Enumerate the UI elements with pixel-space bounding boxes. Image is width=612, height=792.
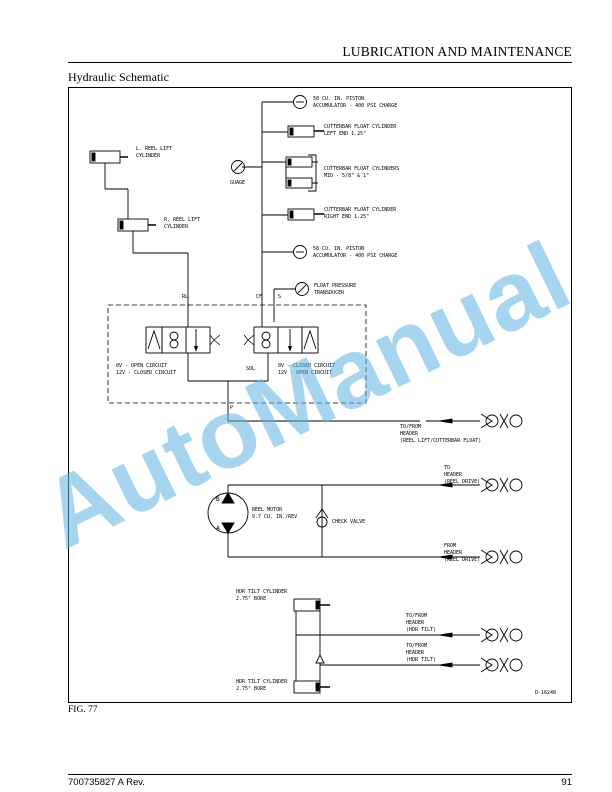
check-valve: CHECK VALVE <box>315 508 365 528</box>
svg-text:TO/FROM: TO/FROM <box>406 643 427 649</box>
svg-text:9.7 CU. IN./REV: 9.7 CU. IN./REV <box>252 514 297 520</box>
svg-text:REEL MOTOR: REEL MOTOR <box>252 507 283 513</box>
l-reel-lift-cylinder: L. REEL LIFT CYLINDER <box>89 146 172 219</box>
svg-text:0V - OPEN CIRCUIT: 0V - OPEN CIRCUIT <box>116 363 167 369</box>
svg-text:ACCUMULATOR - 400 PSI CHARGE: ACCUMULATOR - 400 PSI CHARGE <box>313 253 397 259</box>
svg-text:HDR TILT CYLINDER: HDR TILT CYLINDER <box>236 679 288 685</box>
header-connector-tilt-1: TO/FROM HEADER (HDR TILT) <box>406 613 523 643</box>
header-connector-reel-lift: TO/FROM HEADER (REEL LIFT/CUTTERBAR FLOA… <box>400 413 523 444</box>
reel-motor: B A REEL MOTOR 9.7 CU. IN./REV <box>207 492 297 534</box>
hdr-tilt-cylinder-top: HDR TILT CYLINDER 2.75" BORE <box>236 589 330 612</box>
svg-text:GUAGE: GUAGE <box>230 180 245 186</box>
header-connector-tilt-2: TO/FROM HEADER (HDR TILT) <box>406 643 523 673</box>
svg-text:TO/FROM: TO/FROM <box>406 613 427 619</box>
r-reel-lift-cylinder: R. REEL LIFT CYLINDER <box>117 217 200 319</box>
solenoid-valve-right: SOL 0V - CLOSED CIRCUIT 12V - OPEN CIRCU… <box>243 322 335 381</box>
svg-text:CUTTERBAR FLOAT CYLINDER: CUTTERBAR FLOAT CYLINDER <box>324 124 397 130</box>
page-header-title: LUBRICATION AND MAINTENANCE <box>342 44 572 59</box>
svg-text:HEADER: HEADER <box>400 431 419 437</box>
svg-text:58 CU. IN. PISTON: 58 CU. IN. PISTON <box>313 246 364 252</box>
svg-text:2.75" BORE: 2.75" BORE <box>236 596 266 602</box>
cutterbar-cylinder-left: CUTTERBAR FLOAT CYLINDER LEFT END 1.25" <box>262 124 397 138</box>
svg-text:TO: TO <box>444 465 450 471</box>
figure-label: FIG. 77 <box>68 705 98 715</box>
footer-rule <box>68 774 572 775</box>
svg-text:ACCUMULATOR - 400 PSI CHARGE: ACCUMULATOR - 400 PSI CHARGE <box>313 103 397 109</box>
cutterbar-cylinders-mid: CUTTERBAR FLOAT CYLINDERS MID - 5/8" & 1… <box>262 154 399 192</box>
valve-block-boundary <box>107 304 367 404</box>
svg-text:CYLINDER: CYLINDER <box>164 224 189 230</box>
svg-text:(HDR TILT): (HDR TILT) <box>406 657 436 663</box>
gauge-icon: GUAGE <box>230 160 262 186</box>
svg-text:TRANSDUCER: TRANSDUCER <box>314 290 345 296</box>
svg-text:L. REEL LIFT: L. REEL LIFT <box>136 146 172 152</box>
svg-text:SOL: SOL <box>246 366 255 372</box>
svg-text:FLOAT PRESSURE: FLOAT PRESSURE <box>314 283 356 289</box>
port-s-label: S <box>278 294 281 300</box>
header-rule <box>68 62 572 63</box>
reel-drive-lines <box>227 484 480 558</box>
port-rl-label: RL <box>182 294 188 300</box>
svg-text:CHECK VALVE: CHECK VALVE <box>332 519 365 525</box>
svg-text:TO/FROM: TO/FROM <box>400 424 421 430</box>
svg-text:HEADER: HEADER <box>444 472 463 478</box>
svg-text:A: A <box>216 525 220 532</box>
svg-text:CUTTERBAR FLOAT CYLINDERS: CUTTERBAR FLOAT CYLINDERS <box>324 166 399 172</box>
footer-doc-number: 700735827 A Rev. <box>68 777 145 788</box>
cutterbar-cylinder-right: CUTTERBAR FLOAT CYLINDER RIGHT END 1.25" <box>262 207 397 221</box>
svg-text:0V - CLOSED CIRCUIT: 0V - CLOSED CIRCUIT <box>278 363 335 369</box>
drawing-id: D-16248 <box>535 690 556 696</box>
header-connector-reel-drive-from: FROM HEADER (REEL DRIVE) <box>439 543 523 565</box>
float-pressure-transducer: FLOAT PRESSURE TRANSDUCER <box>273 282 356 322</box>
svg-text:12V - OPEN CIRCUIT: 12V - OPEN CIRCUIT <box>278 370 332 376</box>
accumulator-top: 58 CU. IN. PISTON ACCUMULATOR - 400 PSI … <box>262 95 397 109</box>
svg-text:(REEL LIFT/CUTTERBAR FLOAT): (REEL LIFT/CUTTERBAR FLOAT) <box>400 438 481 444</box>
svg-text:(REEL DRIVE): (REEL DRIVE) <box>444 557 480 563</box>
svg-text:CUTTERBAR FLOAT CYLINDER: CUTTERBAR FLOAT CYLINDER <box>324 207 397 213</box>
header-connector-reel-drive-to: TO HEADER (REEL DRIVE) <box>439 465 523 493</box>
port-cf-label: CF <box>256 294 262 300</box>
svg-text:HEADER: HEADER <box>406 650 425 656</box>
svg-text:HEADER: HEADER <box>406 620 425 626</box>
svg-text:12V - CLOSED CIRCUIT: 12V - CLOSED CIRCUIT <box>116 370 176 376</box>
svg-text:HEADER: HEADER <box>444 550 463 556</box>
footer-page-number: 91 <box>561 777 572 788</box>
svg-text:RIGHT END 1.25": RIGHT END 1.25" <box>324 214 369 220</box>
svg-text:B: B <box>216 496 220 503</box>
svg-text:CYLINDER: CYLINDER <box>136 153 161 159</box>
solenoid-valve-left: 0V - OPEN CIRCUIT 12V - CLOSED CIRCUIT <box>116 319 221 381</box>
svg-text:P: P <box>230 405 233 411</box>
svg-text:2.75" BORE: 2.75" BORE <box>236 686 266 692</box>
svg-text:(HDR TILT): (HDR TILT) <box>406 627 436 633</box>
hydraulic-schematic: D-16248 58 CU. IN. PISTON ACCUMULATOR - … <box>68 87 572 703</box>
svg-text:MID - 5/8" & 1": MID - 5/8" & 1" <box>324 173 369 179</box>
diagram-frame <box>68 87 572 703</box>
hdr-tilt-cylinder-bottom: HDR TILT CYLINDER 2.75" BORE <box>236 679 330 694</box>
section-title: Hydraulic Schematic <box>68 70 169 84</box>
svg-text:(REEL DRIVE): (REEL DRIVE) <box>444 479 480 485</box>
svg-text:FROM: FROM <box>444 543 456 549</box>
svg-text:LEFT END 1.25": LEFT END 1.25" <box>324 131 366 137</box>
pressure-line-reel-lift: P <box>188 380 420 422</box>
svg-text:HDR TILT CYLINDER: HDR TILT CYLINDER <box>236 589 288 595</box>
svg-text:R. REEL LIFT: R. REEL LIFT <box>164 217 200 223</box>
svg-text:58 CU. IN. PISTON: 58 CU. IN. PISTON <box>313 96 364 102</box>
hdr-tilt-lines <box>295 611 480 681</box>
accumulator-bottom: 58 CU. IN. PISTON ACCUMULATOR - 400 PSI … <box>262 245 397 259</box>
